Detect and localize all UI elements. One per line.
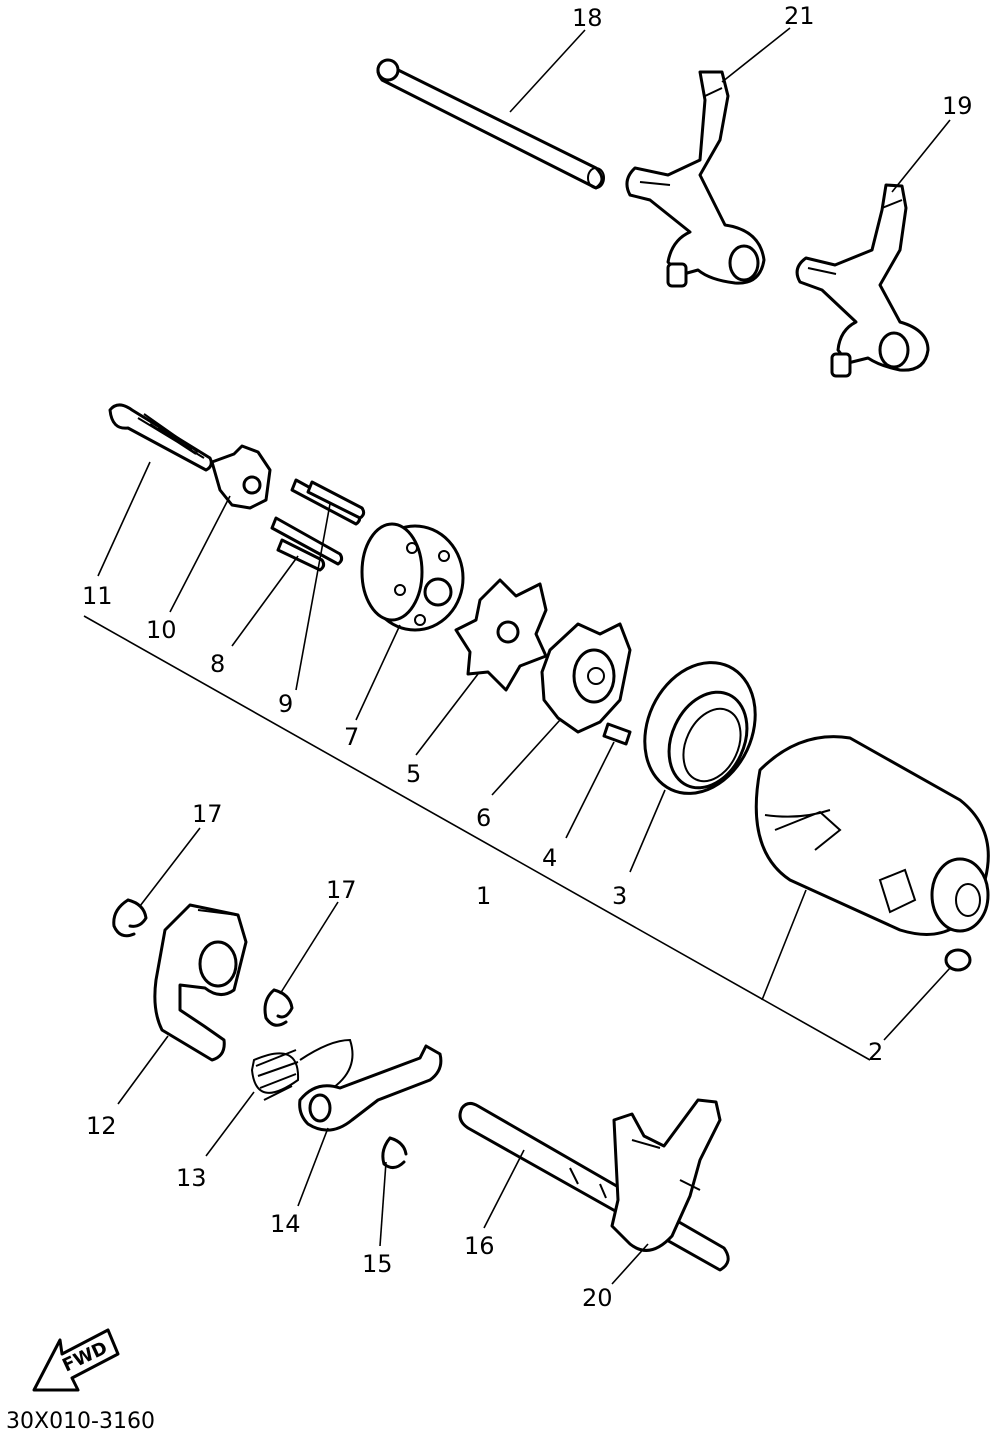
shift-fork-guide-bar xyxy=(376,58,605,190)
callout-10: 10 xyxy=(146,616,177,644)
small-pin-4 xyxy=(602,722,632,746)
callout-15: 15 xyxy=(362,1250,393,1278)
screw-bolt xyxy=(108,403,213,472)
callout-17-left: 17 xyxy=(192,800,223,828)
circlip-17-left xyxy=(112,898,148,938)
callout-6: 6 xyxy=(476,804,491,832)
shift-fork-21 xyxy=(625,70,766,288)
star-cam-plate-5 xyxy=(454,578,548,692)
shift-fork-19 xyxy=(795,183,930,378)
callout-17-mid: 17 xyxy=(326,876,357,904)
callout-1: 1 xyxy=(476,882,491,910)
bearing-3 xyxy=(643,661,757,795)
fwd-arrow: FWD xyxy=(32,1328,120,1392)
callout-19: 19 xyxy=(942,92,973,120)
callout-4: 4 xyxy=(542,844,557,872)
callout-14: 14 xyxy=(270,1210,301,1238)
callout-20: 20 xyxy=(582,1284,613,1312)
callout-9: 9 xyxy=(278,690,293,718)
callout-13: 13 xyxy=(176,1164,207,1192)
dowel-pins xyxy=(270,478,366,572)
circlip-15 xyxy=(381,1136,408,1169)
torsion-spring-13 xyxy=(250,1038,354,1101)
callout-11: 11 xyxy=(82,582,113,610)
callout-18: 18 xyxy=(572,4,603,32)
shift-arm-14 xyxy=(298,1044,443,1132)
callout-labels: 18 21 19 11 10 8 9 7 5 6 4 1 3 2 17 17 1… xyxy=(82,2,973,1312)
assembly-line xyxy=(83,615,871,1061)
drum-pin-2 xyxy=(944,948,972,972)
callout-12: 12 xyxy=(86,1112,117,1140)
shift-lever-12 xyxy=(153,903,248,1062)
segment-6 xyxy=(540,622,632,734)
callout-16: 16 xyxy=(464,1232,495,1260)
stopper-plate xyxy=(210,444,272,510)
callout-5: 5 xyxy=(406,760,421,788)
leader-lines xyxy=(97,27,951,1285)
shift-drum-1 xyxy=(754,735,990,936)
callout-8: 8 xyxy=(210,650,225,678)
callout-21: 21 xyxy=(784,2,815,30)
callout-7: 7 xyxy=(344,723,359,751)
shift-fork-20 xyxy=(610,1098,722,1252)
diagram-code: 30X010-3160 xyxy=(6,1409,155,1434)
callout-3: 3 xyxy=(612,882,627,910)
shift-cam-segment xyxy=(360,522,465,632)
circlip-17-mid xyxy=(263,988,294,1027)
callout-2: 2 xyxy=(868,1038,883,1066)
